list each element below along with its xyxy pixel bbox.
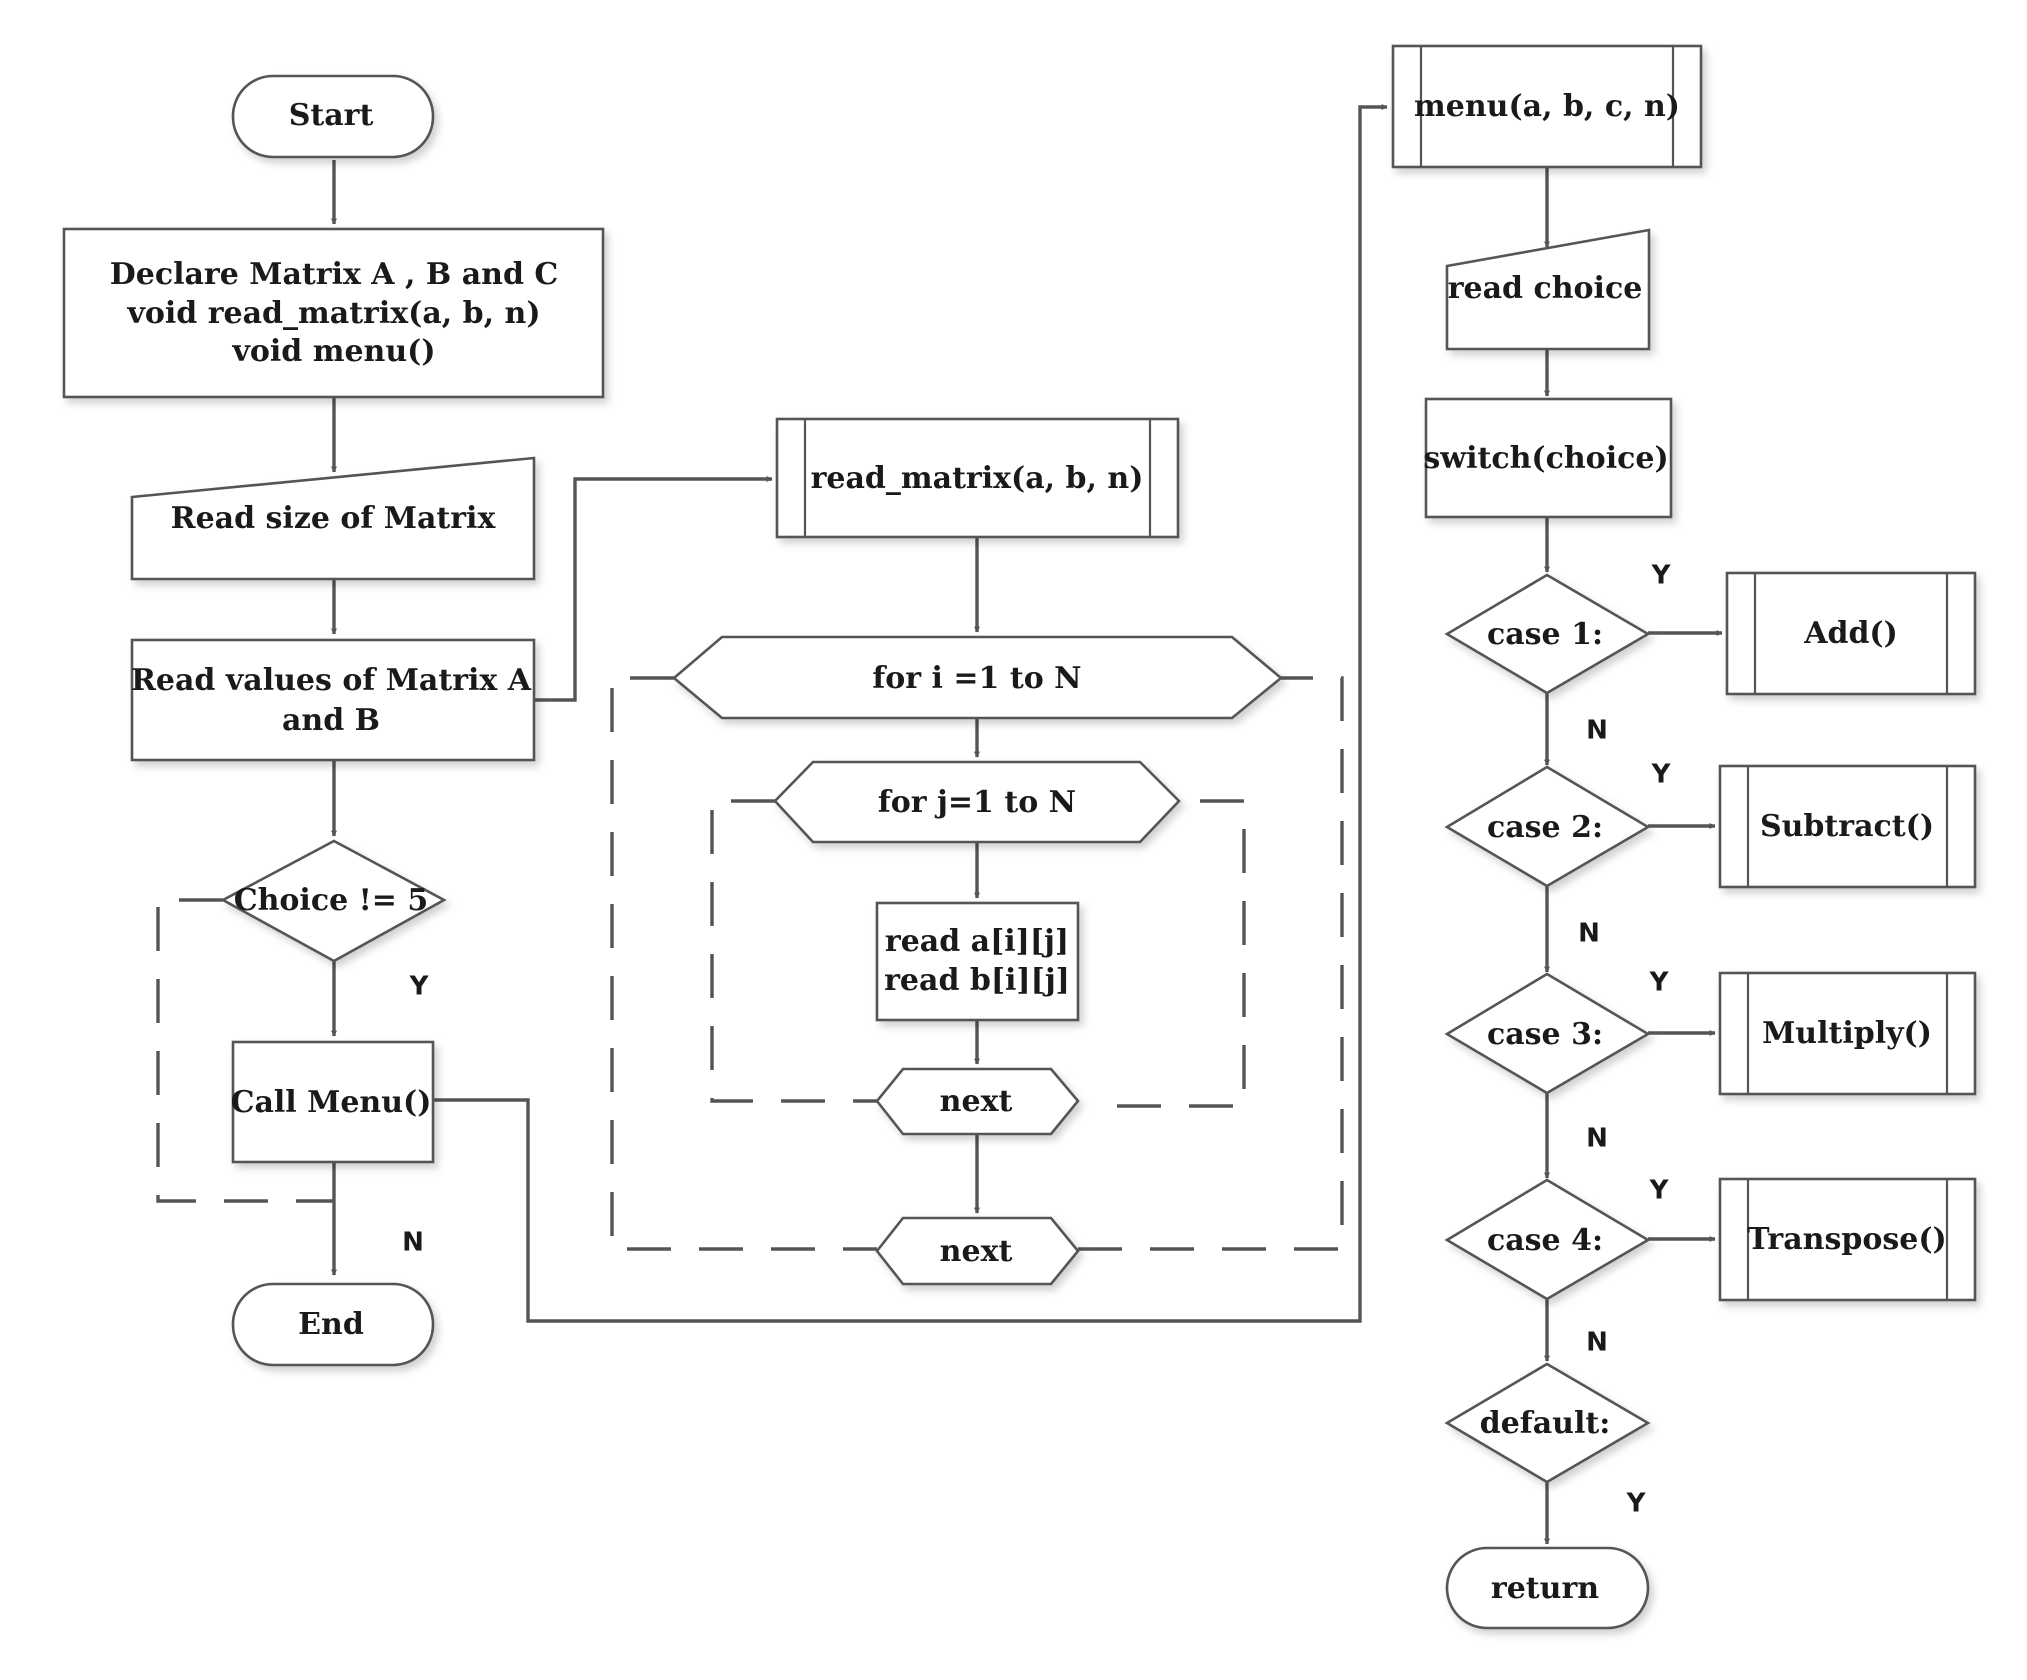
multiply-subroutine: Multiply() bbox=[1718, 971, 1977, 1096]
menu-title: menu(a, b, c, n) bbox=[1414, 89, 1680, 124]
switch-process: switch(choice) bbox=[1423, 397, 1673, 519]
declare-line-1: Declare Matrix A , B and C bbox=[110, 257, 559, 292]
declare-line-2: void read_matrix(a, b, n) bbox=[126, 296, 540, 331]
read-b-label: read b[i][j] bbox=[884, 963, 1070, 998]
return-terminator: return bbox=[1445, 1546, 1650, 1630]
edge-callmenu-menu bbox=[434, 104, 1388, 1323]
no-label-case-1: N bbox=[1586, 716, 1608, 746]
return-label: return bbox=[1491, 1571, 1599, 1606]
add-subroutine: Add() bbox=[1725, 571, 1977, 696]
yes-label-default: Y bbox=[1626, 1489, 1647, 1519]
case-1-label: case 1: bbox=[1487, 617, 1603, 652]
multiply-label: Multiply() bbox=[1762, 1016, 1932, 1051]
end-terminator: End bbox=[231, 1282, 435, 1367]
end-label: End bbox=[298, 1307, 364, 1342]
for-j-loop: for j=1 to N bbox=[773, 760, 1181, 844]
case-3-label: case 3: bbox=[1487, 1017, 1603, 1052]
for-j-label: for j=1 to N bbox=[878, 785, 1076, 820]
read-values-process: Read values of Matrix A and B bbox=[130, 638, 536, 762]
case-2-decision: case 2: bbox=[1444, 765, 1651, 888]
for-i-label: for i =1 to N bbox=[872, 661, 1081, 696]
case-4-label: case 4: bbox=[1487, 1223, 1603, 1258]
menu-nodes: menu(a, b, c, n) read choice switch(choi… bbox=[1391, 44, 1977, 1630]
yes-label-case-4: Y bbox=[1649, 1176, 1670, 1206]
edge-readvalues-readmatrix bbox=[535, 476, 773, 702]
read-matrix-subroutine: read_matrix(a, b, n) bbox=[775, 417, 1180, 539]
inner-loop-right-dash bbox=[1117, 799, 1246, 1108]
read-size-label: Read size of Matrix bbox=[171, 501, 497, 536]
choice-label: Choice != 5 bbox=[234, 883, 429, 918]
read-elements-process: read a[i][j] read b[i][j] bbox=[875, 901, 1080, 1022]
read-size-input: Read size of Matrix bbox=[130, 456, 536, 581]
case-1-decision: case 1: bbox=[1444, 573, 1651, 695]
read-a-label: read a[i][j] bbox=[885, 924, 1069, 959]
menu-edges bbox=[1544, 167, 1723, 1545]
read-choice-label: read choice bbox=[1448, 271, 1643, 306]
start-label: Start bbox=[289, 98, 374, 133]
default-decision: default: bbox=[1444, 1362, 1651, 1484]
read-values-line-2: and B bbox=[282, 703, 380, 738]
case-2-label: case 2: bbox=[1487, 810, 1603, 845]
main-edges bbox=[156, 104, 1388, 1323]
choice-decision: Choice != 5 bbox=[220, 839, 447, 963]
outer-loop-right-dash bbox=[1078, 676, 1344, 1251]
no-label-case-3: N bbox=[1586, 1124, 1608, 1154]
outer-next-label: next bbox=[940, 1234, 1013, 1269]
read-matrix-edges bbox=[610, 537, 1344, 1251]
loop-back-choice bbox=[156, 898, 334, 1203]
inner-next: next bbox=[875, 1067, 1080, 1136]
default-label: default: bbox=[1480, 1406, 1611, 1441]
main-nodes: Start Declare Matrix A , B and C void re… bbox=[62, 74, 605, 1367]
yes-label-case-2: Y bbox=[1651, 760, 1672, 790]
inner-loop-left-dash bbox=[710, 799, 877, 1103]
transpose-subroutine: Transpose() bbox=[1718, 1177, 1977, 1302]
subtract-label: Subtract() bbox=[1760, 809, 1934, 844]
case-4-decision: case 4: bbox=[1444, 1178, 1651, 1301]
subtract-subroutine: Subtract() bbox=[1718, 764, 1977, 889]
for-i-loop: for i =1 to N bbox=[671, 635, 1284, 720]
case-3-decision: case 3: bbox=[1444, 972, 1651, 1095]
declare-process: Declare Matrix A , B and C void read_mat… bbox=[62, 227, 605, 399]
no-label-choice: N bbox=[402, 1228, 424, 1258]
add-label: Add() bbox=[1803, 616, 1898, 651]
outer-next: next bbox=[875, 1216, 1080, 1286]
call-menu-label: Call Menu() bbox=[231, 1085, 432, 1120]
no-label-case-2: N bbox=[1578, 919, 1600, 949]
transpose-label: Transpose() bbox=[1747, 1222, 1946, 1257]
inner-next-label: next bbox=[940, 1084, 1013, 1119]
declare-line-3: void menu() bbox=[231, 334, 435, 369]
yes-label-case-3: Y bbox=[1649, 968, 1670, 998]
read-matrix-nodes: read_matrix(a, b, n) for i =1 to N for j… bbox=[671, 417, 1284, 1286]
yes-label-case-1: Y bbox=[1651, 561, 1672, 591]
outer-loop-left-dash bbox=[610, 676, 877, 1251]
read-choice-input: read choice bbox=[1445, 228, 1651, 351]
read-values-line-1: Read values of Matrix A bbox=[131, 663, 532, 698]
menu-subroutine: menu(a, b, c, n) bbox=[1391, 44, 1703, 169]
call-menu-process: Call Menu() bbox=[231, 1040, 435, 1164]
switch-label: switch(choice) bbox=[1423, 441, 1668, 476]
no-label-case-4: N bbox=[1586, 1328, 1608, 1358]
start-terminator: Start bbox=[231, 74, 435, 159]
read-matrix-title: read_matrix(a, b, n) bbox=[811, 461, 1144, 496]
yes-label-choice: Y bbox=[409, 972, 430, 1002]
